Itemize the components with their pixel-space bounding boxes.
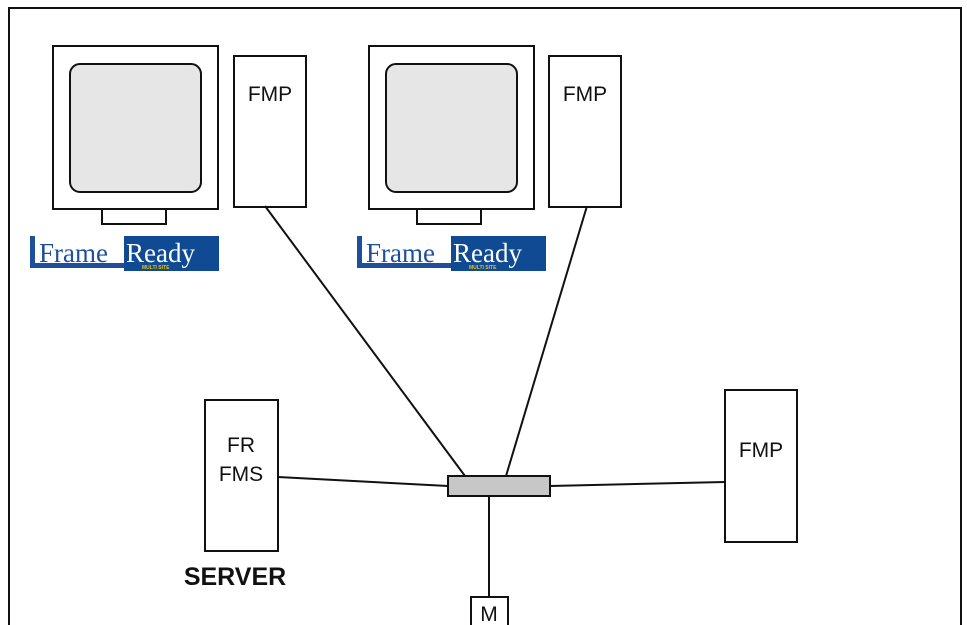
fmp-label-3: FMP [739, 439, 783, 462]
monitor-2-screen [385, 63, 518, 193]
network-hub [447, 475, 551, 497]
server-box [204, 399, 279, 552]
modem-label: M [480, 603, 498, 625]
fmp-label-1: FMP [248, 83, 292, 106]
workstation-2: Frame Ready MULTI SITE FMP [357, 45, 622, 271]
monitor-1-screen [69, 63, 202, 193]
fmp-label-2: FMP [563, 83, 607, 106]
logo-2-part1: Frame [366, 238, 435, 268]
link-server-hub [277, 476, 449, 487]
link-fmp2-hub [505, 205, 588, 477]
logo-1-part2: Ready [126, 238, 195, 268]
frameready-logo-1: Frame Ready MULTI SITE [30, 236, 219, 271]
monitor-1-stand [101, 208, 167, 225]
link-hub-fmp3 [549, 481, 726, 487]
logo-1-panel [124, 236, 219, 271]
server-label-line2: FMS [219, 463, 263, 486]
fmp-box-3 [724, 389, 798, 543]
frameready-logo-2: Frame Ready MULTI SITE [357, 236, 546, 271]
diagram-frame [8, 7, 962, 625]
logo-2-panel [451, 236, 546, 271]
modem-box [470, 596, 509, 625]
fmp-box-2 [548, 55, 622, 208]
monitor-2-stand [416, 208, 482, 225]
logo-1-part1: Frame [39, 238, 108, 268]
server: FR FMS SERVER [184, 399, 286, 591]
logo-1-subtitle: MULTI SITE [142, 265, 170, 271]
workstation-1: Frame Ready MULTI SITE FMP [30, 45, 307, 271]
fmp-box-1 [233, 55, 307, 208]
server-caption: SERVER [184, 563, 286, 591]
server-label-line1: FR [227, 434, 255, 457]
logo-2-part2: Ready [453, 238, 522, 268]
link-fmp1-hub [264, 205, 466, 477]
logo-2-subtitle: MULTI SITE [469, 265, 497, 271]
